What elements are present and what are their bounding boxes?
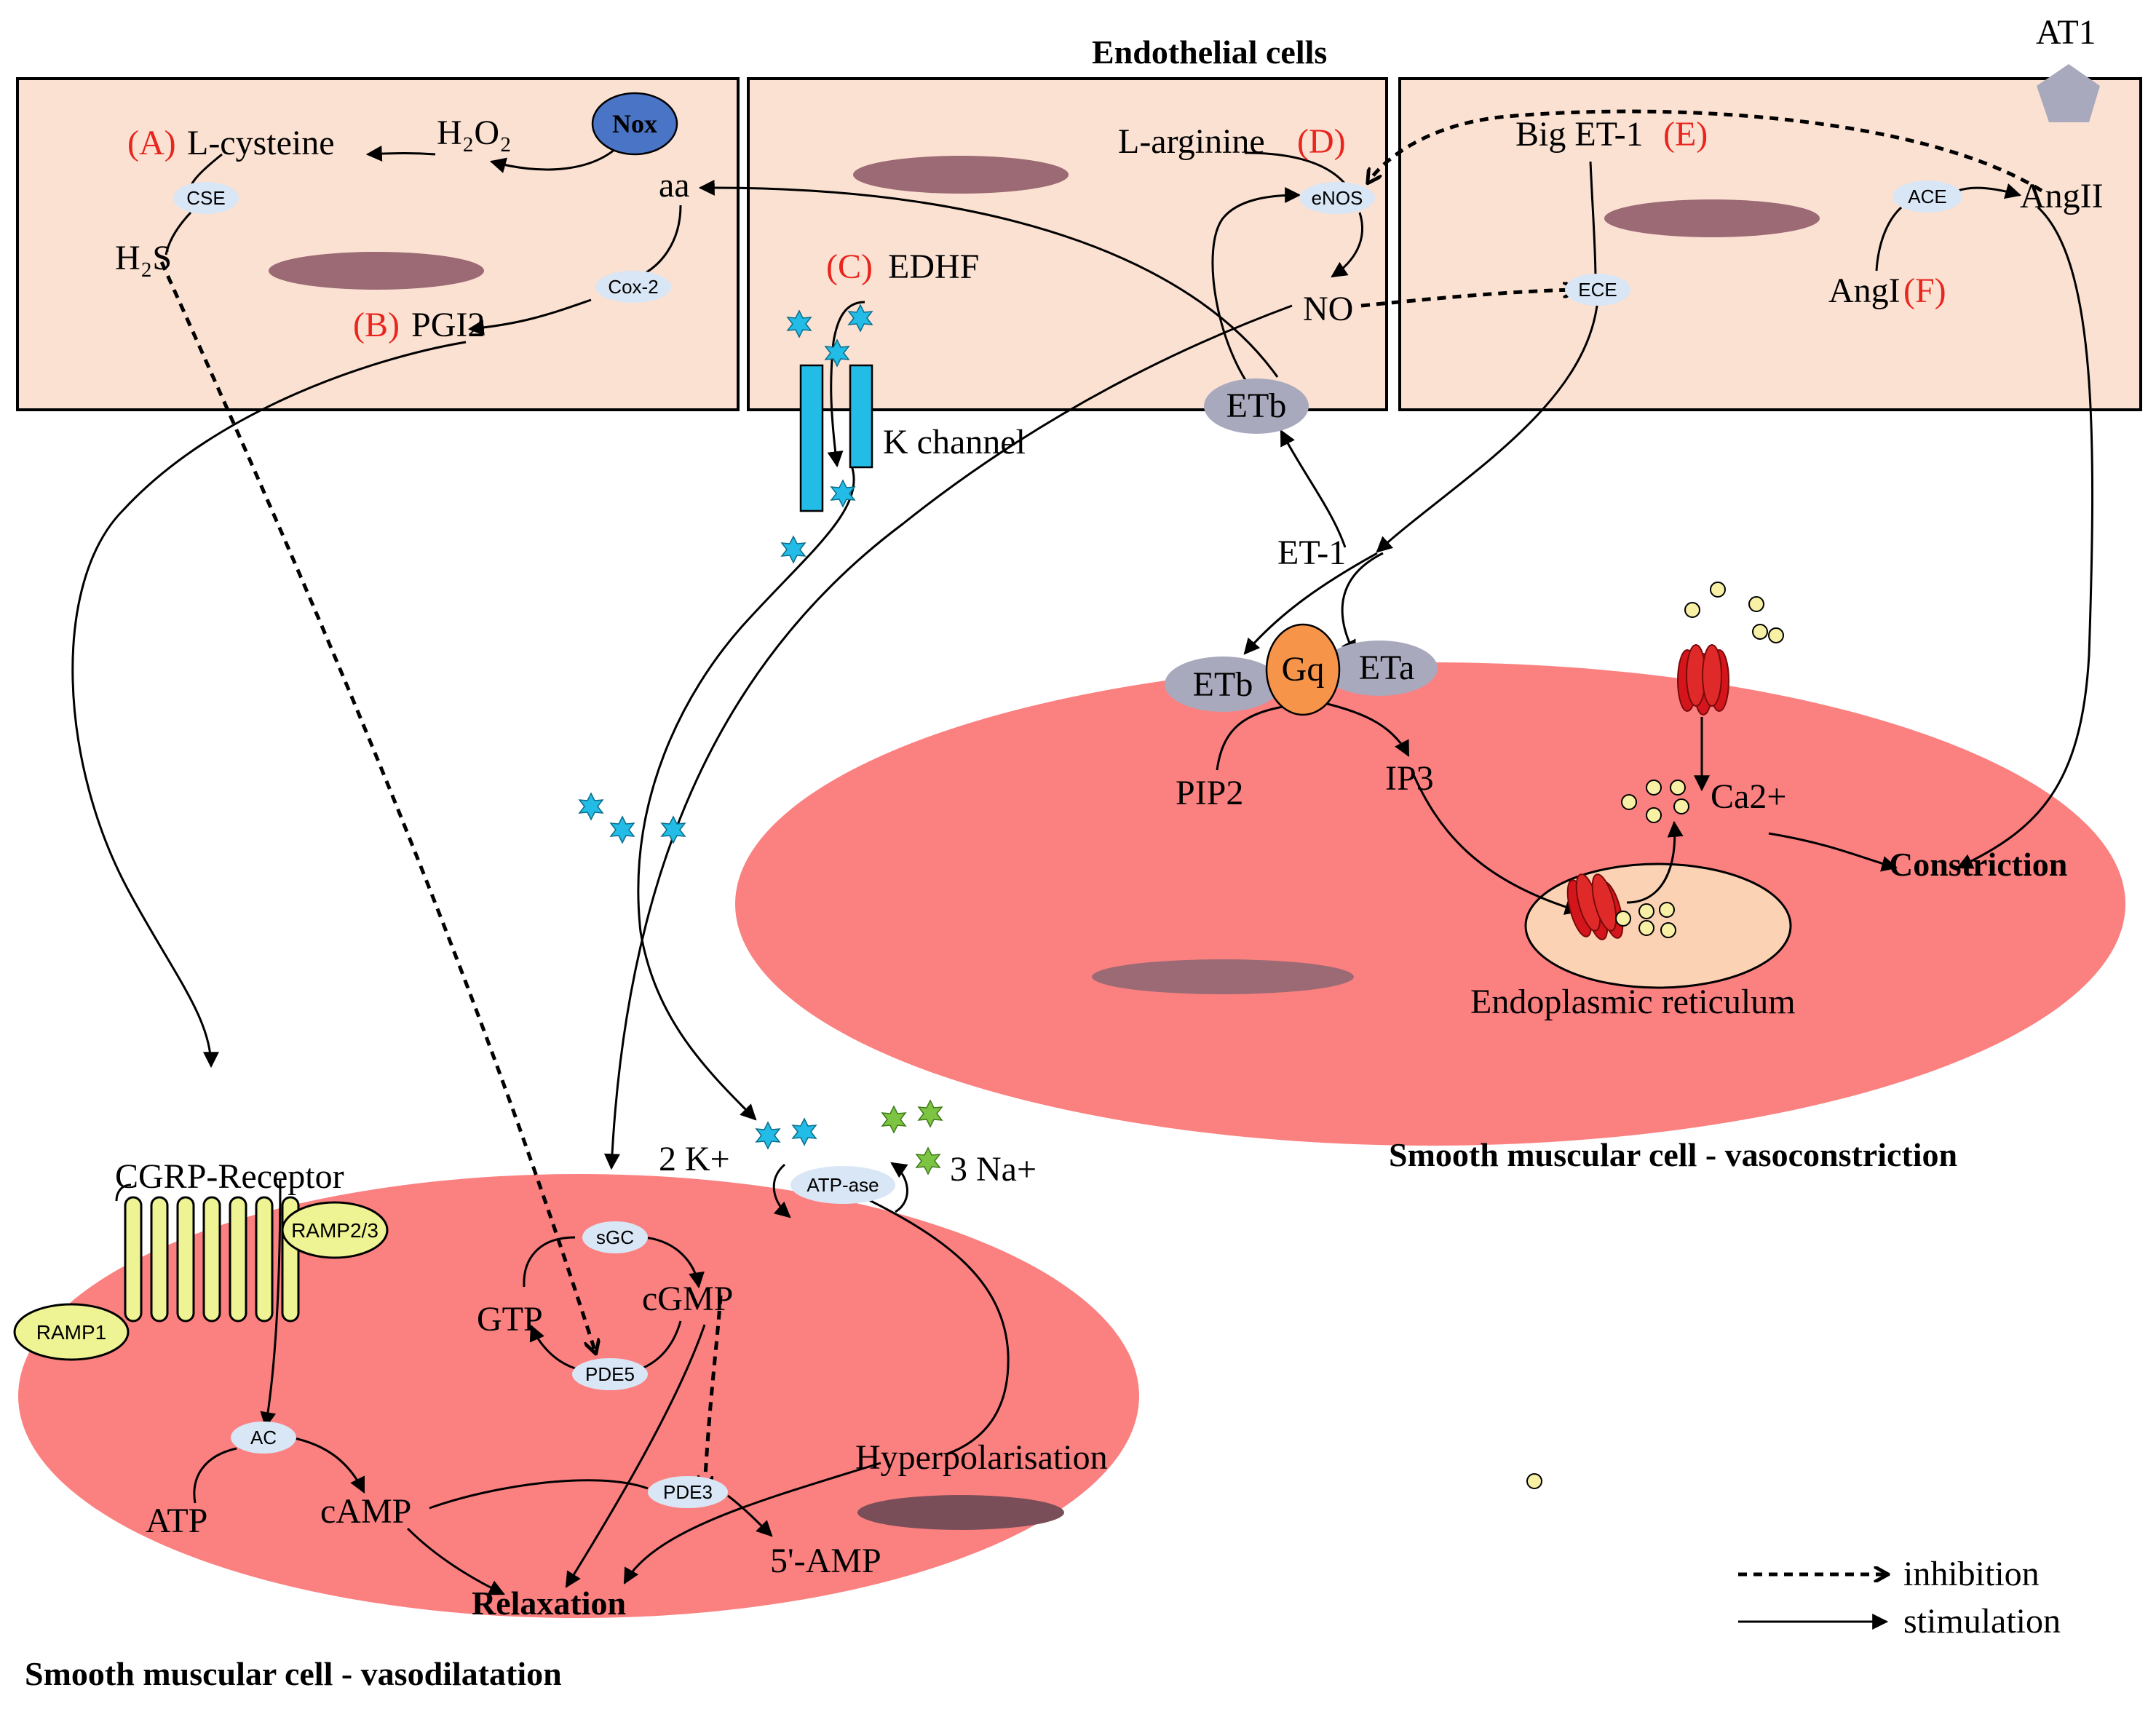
ace-enzyme: [1893, 181, 1962, 213]
nucleus: [1092, 959, 1354, 994]
angii-label: AngII: [2020, 177, 2104, 215]
title-endothelial-cells: Endothelial cells: [1092, 33, 1327, 71]
potassium-ions: [578, 304, 873, 1150]
vasodilatation-caption: Smooth muscular cell - vasodilatation: [25, 1655, 562, 1692]
atpase-label: ATP-ase: [806, 1174, 879, 1196]
ac-enzyme: [231, 1421, 296, 1454]
hyperpolarisation-label: Hyperpolarisation: [855, 1438, 1108, 1477]
ca-label: Ca2+: [1711, 777, 1786, 816]
pde5-label: PDE5: [585, 1363, 635, 1385]
ac-label: AC: [250, 1427, 277, 1448]
pde3-enzyme: [648, 1476, 728, 1508]
endothelial-cell-middle: [747, 77, 1388, 411]
cgmp-label: cGMP: [642, 1280, 733, 1318]
l-cysteine-label: L-cysteine: [187, 124, 335, 162]
nox-node: [591, 92, 678, 156]
legend-inhibition-label: inhibition: [1903, 1555, 2040, 1593]
ramp1-label: RAMP1: [36, 1321, 106, 1344]
label-d: (D): [1297, 122, 1346, 161]
aa-label: aa: [659, 166, 690, 205]
l-arginine-label: L-arginine: [1118, 122, 1265, 161]
ramp23-protein: [281, 1201, 389, 1259]
ece-label: ECE: [1578, 279, 1617, 301]
cgrp-receptor-label: CGRP-Receptor: [115, 1157, 344, 1196]
big-et1-label: Big ET-1: [1515, 115, 1644, 154]
er-label: Endoplasmic reticulum: [1470, 983, 1796, 1021]
cse-enzyme: [173, 182, 239, 214]
nucleus: [269, 252, 484, 290]
relaxation-label: Relaxation: [472, 1585, 626, 1622]
cgrp-receptor-icon: [115, 1183, 300, 1323]
etb-receptor-smooth: [1165, 657, 1281, 712]
at1-receptor-icon: [2037, 64, 2100, 122]
sodium-ions: [881, 1099, 943, 1175]
gq-label: Gq: [1282, 650, 1325, 689]
sgc-enzyme: [582, 1221, 648, 1253]
nucleus: [857, 1495, 1064, 1530]
k-channel-label: K channel: [883, 423, 1026, 461]
h2o2-label: H₂O₂: [437, 114, 512, 152]
calcium-channel-er-icon: [1566, 873, 1624, 940]
etb-receptor-endothelial: [1204, 378, 1309, 434]
k-channel: [799, 364, 873, 512]
nox-label: Nox: [612, 109, 657, 138]
label-e: (E): [1663, 115, 1708, 154]
constriction-label: Constriction: [1889, 846, 2067, 883]
camp-label: cAMP: [320, 1492, 411, 1531]
no-label: NO: [1303, 290, 1353, 328]
legend: inhibition stimulation: [1738, 1555, 2061, 1641]
label-c: (C): [826, 247, 873, 286]
two-k-label: 2 K+: [659, 1140, 730, 1178]
ace-label: ACE: [1908, 186, 1946, 207]
smooth-muscle-cell-vasoconstriction: [735, 662, 2125, 1146]
etb-endothelial-label: ETb: [1226, 386, 1287, 425]
label-a: (A): [127, 124, 176, 162]
cse-label: CSE: [186, 187, 225, 209]
et1-label: ET-1: [1277, 534, 1346, 572]
atp-label: ATP: [146, 1502, 207, 1540]
sgc-label: sGC: [596, 1226, 634, 1248]
pgi2-label: PGI2: [411, 306, 485, 344]
at1-label: AT1: [2036, 13, 2096, 52]
gtp-label: GTP: [477, 1300, 543, 1339]
angi-label: AngI: [1828, 271, 1901, 310]
legend-stimulation-label: stimulation: [1903, 1602, 2061, 1641]
calcium-channel-membrane-icon: [1677, 644, 1729, 715]
edhf-label: EDHF: [888, 247, 979, 286]
enos-enzyme: [1299, 182, 1375, 214]
label-f: (F): [1903, 271, 1946, 310]
pde5-enzyme: [572, 1358, 648, 1390]
pip2-label: PIP2: [1176, 774, 1243, 812]
ip3-label: IP3: [1385, 759, 1434, 798]
endothelial-cell-right: [1398, 77, 2142, 411]
three-na-label: 3 Na+: [950, 1150, 1037, 1189]
cox2-enzyme: [595, 271, 671, 303]
nucleus: [1604, 199, 1820, 237]
endoplasmic-reticulum: [1524, 863, 1792, 989]
atpase-enzyme: [790, 1166, 895, 1204]
etb-smooth-label: ETb: [1193, 665, 1253, 704]
label-b: (B): [353, 306, 400, 344]
eta-receptor: [1321, 641, 1438, 696]
cox2-label: Cox-2: [608, 276, 658, 298]
nucleus: [853, 156, 1069, 194]
ramp23-label: RAMP2/3: [291, 1219, 379, 1242]
enos-label: eNOS: [1312, 187, 1363, 209]
calcium-ions: [1526, 582, 1784, 1489]
gq-protein: [1265, 623, 1341, 716]
eta-label: ETa: [1359, 649, 1415, 687]
vasoconstriction-caption: Smooth muscular cell - vasoconstriction: [1389, 1136, 1957, 1173]
ece-enzyme: [1565, 274, 1630, 306]
five-amp-label: 5'-AMP: [770, 1542, 881, 1580]
ramp1-protein: [13, 1303, 130, 1361]
pathway-arrows: [71, 109, 2094, 1595]
pde3-label: PDE3: [663, 1481, 713, 1503]
h2s-label: H₂S: [115, 239, 172, 277]
